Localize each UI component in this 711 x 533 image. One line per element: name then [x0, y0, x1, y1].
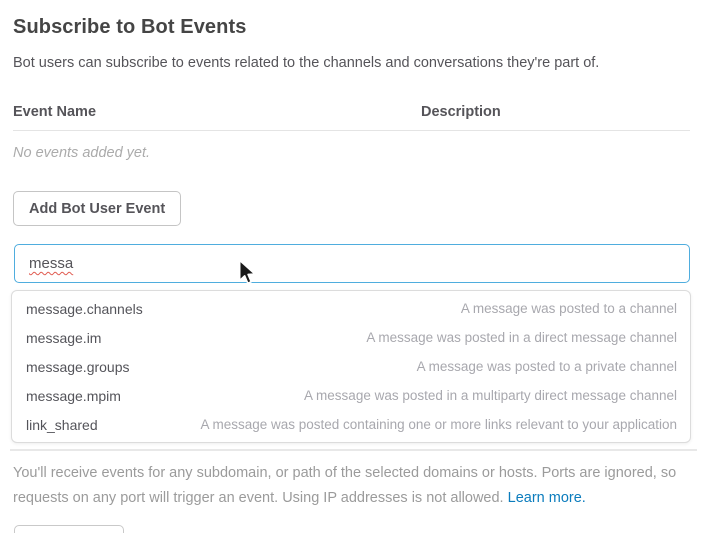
suggestion-event-description: A message was posted containing one or m…	[200, 417, 677, 432]
suggestion-item-message-mpim[interactable]: message.mpim A message was posted in a m…	[12, 381, 690, 410]
suggestion-item-message-im[interactable]: message.im A message was posted in a dir…	[12, 323, 690, 352]
page-title: Subscribe to Bot Events	[13, 16, 247, 38]
suggestion-item-message-channels[interactable]: message.channels A message was posted to…	[12, 294, 690, 323]
column-header-event-name: Event Name	[13, 104, 97, 120]
partial-bottom-button[interactable]	[14, 525, 124, 533]
suggestion-event-name: message.im	[26, 329, 102, 346]
suggestion-event-description: A message was posted in a multiparty dir…	[304, 388, 677, 403]
section-divider	[10, 449, 697, 451]
suggestion-item-link-shared[interactable]: link_shared A message was posted contain…	[12, 410, 690, 439]
table-header-divider	[13, 130, 690, 131]
add-bot-user-event-button[interactable]: Add Bot User Event	[13, 191, 182, 226]
footer-note: You'll receive events for any subdomain,…	[13, 461, 703, 510]
event-search-input[interactable]: messa	[14, 244, 690, 283]
footer-note-text: You'll receive events for any subdomain,…	[13, 465, 677, 506]
event-search-typed-text: messa	[29, 255, 74, 272]
suggestion-event-name: message.channels	[26, 300, 143, 317]
column-header-description: Description	[421, 104, 501, 120]
learn-more-link[interactable]: Learn more.	[507, 489, 586, 506]
page-subtitle: Bot users can subscribe to events relate…	[13, 55, 600, 71]
suggestion-event-description: A message was posted to a private channe…	[416, 359, 677, 374]
suggestion-event-description: A message was posted to a channel	[460, 301, 677, 316]
event-suggestions-dropdown: message.channels A message was posted to…	[11, 290, 691, 443]
suggestion-event-name: link_shared	[26, 416, 98, 433]
suggestion-item-message-groups[interactable]: message.groups A message was posted to a…	[12, 352, 690, 381]
empty-state-text: No events added yet.	[13, 145, 151, 161]
suggestion-event-name: message.groups	[26, 358, 130, 375]
suggestion-event-description: A message was posted in a direct message…	[366, 330, 677, 345]
suggestion-event-name: message.mpim	[26, 387, 121, 404]
